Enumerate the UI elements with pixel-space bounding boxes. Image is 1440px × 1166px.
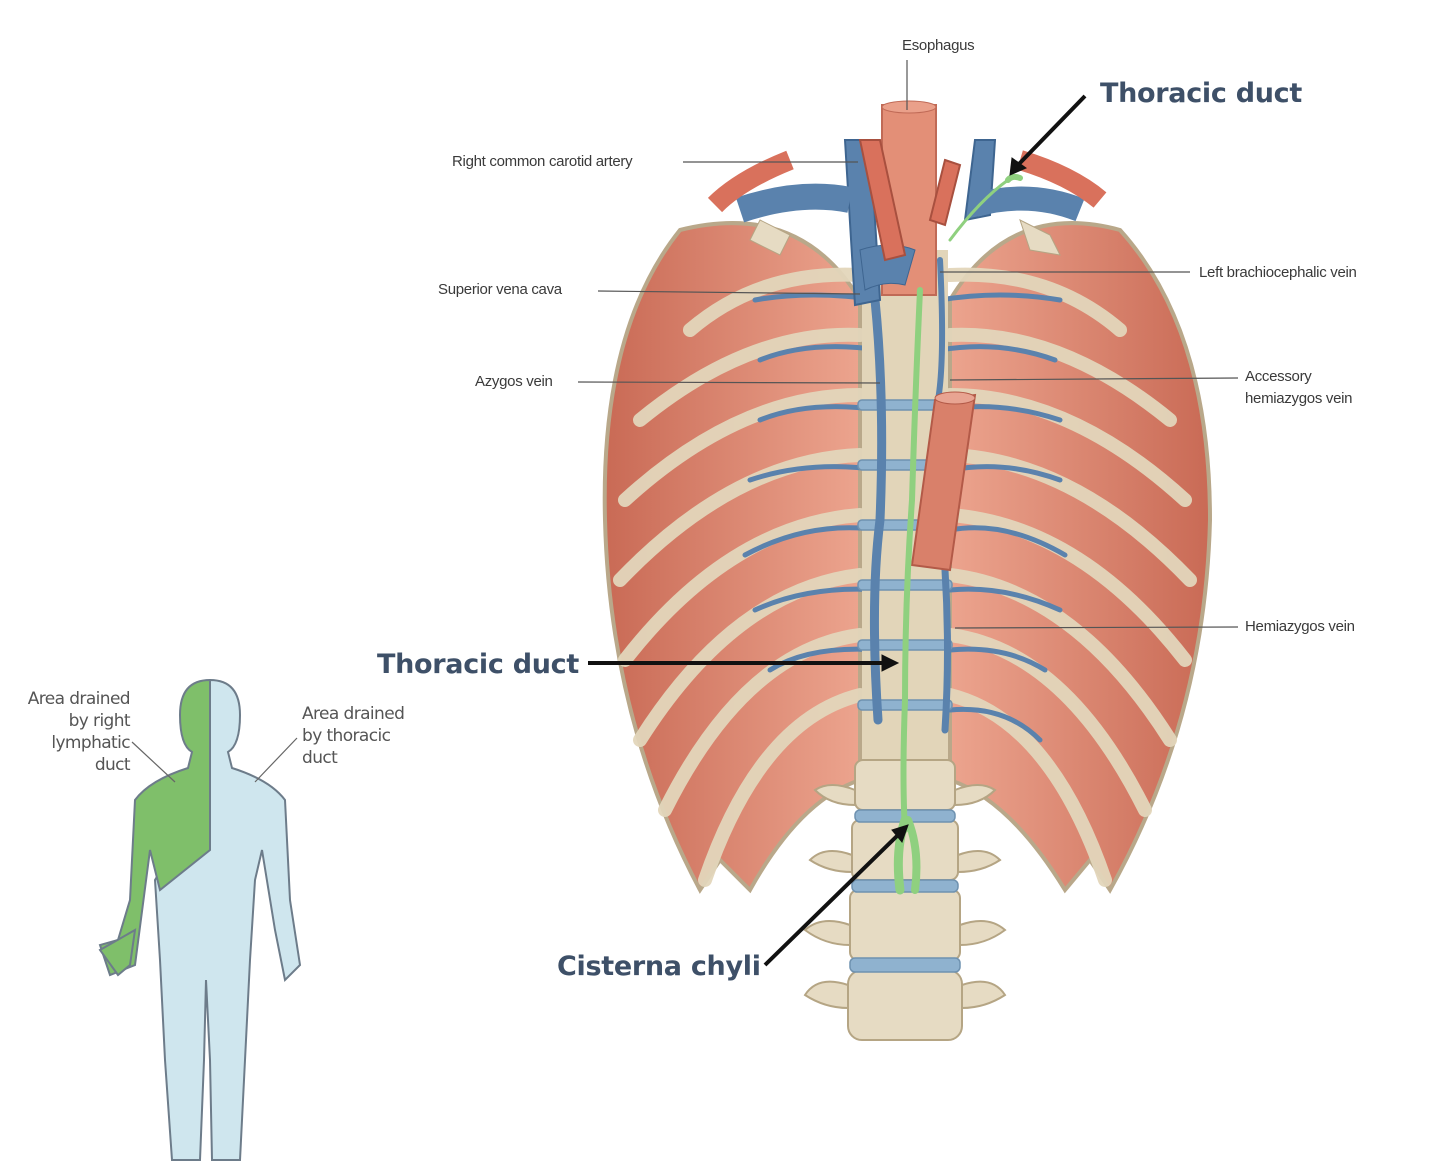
label-right-common-carotid-artery: Right common carotid artery [452, 153, 633, 170]
label-left-brachiocephalic-vein: Left brachiocephalic vein [1199, 264, 1357, 281]
label-line: duct [302, 748, 338, 768]
label-accessory-hemiazygos-line1: Accessory [1245, 368, 1312, 385]
lymph-drainage-body-figure [98, 678, 302, 1161]
thoracic-duct-vessel [893, 173, 1023, 895]
label-area-drained-thoracic: Area drained by thoracic duct [302, 703, 442, 769]
callout-thoracic-duct-mid: Thoracic duct [377, 649, 579, 680]
callout-arrows [588, 94, 1087, 967]
callout-cisterna-chyli: Cisterna chyli [557, 951, 761, 982]
descending-aorta [910, 391, 977, 572]
great-vessels [707, 139, 1107, 307]
label-line: lymphatic [51, 733, 130, 753]
leader-lines [577, 60, 1239, 629]
label-azygos-vein: Azygos vein [475, 373, 553, 390]
label-area-drained-right-lymphatic: Area drained by right lymphatic duct [0, 688, 131, 776]
azygos-system [869, 257, 951, 734]
label-line: duct [94, 755, 131, 775]
rib-cage [602, 221, 1213, 894]
label-hemiazygos-vein: Hemiazygos vein [1245, 618, 1355, 635]
label-line: by thoracic [302, 726, 391, 746]
label-line: Area drained [302, 704, 405, 724]
callout-thoracic-duct-top: Thoracic duct [1100, 78, 1302, 109]
label-superior-vena-cava: Superior vena cava [438, 281, 562, 298]
label-esophagus: Esophagus [902, 37, 975, 54]
label-line: by right [68, 711, 131, 731]
label-accessory-hemiazygos-line2: hemiazygos vein [1245, 390, 1353, 407]
label-line: Area drained [27, 689, 131, 709]
